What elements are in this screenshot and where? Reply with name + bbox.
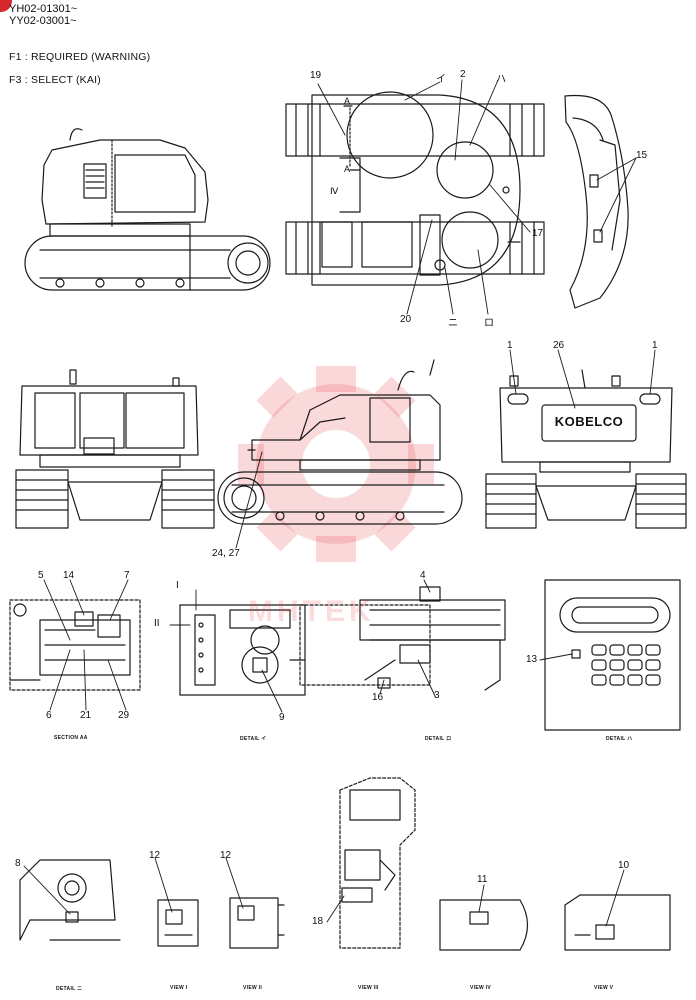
callout-2: 2 xyxy=(460,69,466,80)
callout-ro: ロ xyxy=(484,318,494,329)
caption-detail-yi: DETAIL イ xyxy=(240,736,267,742)
view-iii-drawing xyxy=(339,777,416,949)
callout-24-27: 24, 27 xyxy=(212,548,240,559)
caption-view-iii: VIEW III xyxy=(358,985,379,991)
caption-section-aa: SECTION AA xyxy=(54,735,88,741)
caption-view-iv: VIEW IV xyxy=(470,985,491,991)
callout-21: 21 xyxy=(80,710,92,721)
detail-yi-drawing xyxy=(179,604,431,696)
kobelco-brand-plate: KOBELCO xyxy=(554,414,624,429)
callout-a-bottom: A xyxy=(344,164,351,174)
callout-ha: ハ xyxy=(496,74,506,85)
callout-14: 14 xyxy=(63,570,75,581)
caption-view-i: VIEW I xyxy=(170,985,188,991)
side-view-left xyxy=(24,128,271,291)
callout-5: 5 xyxy=(38,570,44,581)
serial-range-2: YY02-03001~ xyxy=(9,15,77,27)
callout-i: I xyxy=(176,580,179,591)
leader-lines xyxy=(23,79,656,927)
callout-11: 11 xyxy=(477,874,488,885)
callout-15: 15 xyxy=(636,150,648,161)
legend-f3: F3 : SELECT (KAI) xyxy=(9,74,101,86)
caption-view-ii: VIEW II xyxy=(243,985,263,991)
callout-10: 10 xyxy=(618,860,630,871)
view-v-drawing xyxy=(564,894,671,951)
callout-iv: Ⅳ xyxy=(330,186,339,196)
detail-ro-drawing xyxy=(359,586,506,691)
caption-detail-ni: DETAIL ニ xyxy=(56,986,83,992)
counterweight-perspective xyxy=(564,94,629,309)
caption-detail-ro: DETAIL ロ xyxy=(425,736,452,742)
callout-3: 3 xyxy=(434,690,440,701)
watermark-text: MHTEK xyxy=(248,595,375,628)
view-iv-drawing xyxy=(439,899,529,951)
callout-13: 13 xyxy=(526,654,538,665)
caption-detail-ha: DETAIL ハ xyxy=(606,736,633,742)
detail-ha-drawing xyxy=(544,579,681,731)
callout-9: 9 xyxy=(279,712,285,723)
callout-a-top: A xyxy=(344,96,351,106)
callout-26: 26 xyxy=(553,340,565,351)
callout-17: 17 xyxy=(532,228,544,239)
rear-view xyxy=(485,369,687,529)
serial-range-1: YH02-01301~ xyxy=(9,3,78,15)
front-view xyxy=(15,369,215,529)
callout-ii: II xyxy=(154,618,160,629)
view-ii-drawing xyxy=(229,897,285,949)
callout-8: 8 xyxy=(15,858,21,869)
watermark-gear-icon xyxy=(238,366,434,562)
callout-6: 6 xyxy=(46,710,52,721)
callout-29: 29 xyxy=(118,710,130,721)
callout-yi: イ xyxy=(436,74,446,85)
callout-16: 16 xyxy=(372,692,384,703)
callout-20: 20 xyxy=(400,314,412,325)
callout-ni: ニ xyxy=(448,318,458,329)
side-view-right xyxy=(217,359,463,525)
callout-4: 4 xyxy=(420,570,426,581)
callout-1-right: 1 xyxy=(652,340,658,351)
callout-12-view-ii: 12 xyxy=(220,850,232,861)
callout-12-view-i: 12 xyxy=(149,850,161,861)
callout-1-left: 1 xyxy=(507,340,513,351)
callout-19: 19 xyxy=(310,70,322,81)
legend-f1: F1 : REQUIRED (WARNING) xyxy=(9,51,151,63)
callout-18: 18 xyxy=(312,916,324,927)
caption-view-v: VIEW V xyxy=(594,985,614,991)
section-aa-drawing xyxy=(9,599,141,691)
top-plan-view xyxy=(285,91,545,286)
detail-ni-drawing xyxy=(19,859,121,941)
view-i-drawing xyxy=(157,899,199,947)
callout-7: 7 xyxy=(124,570,130,581)
